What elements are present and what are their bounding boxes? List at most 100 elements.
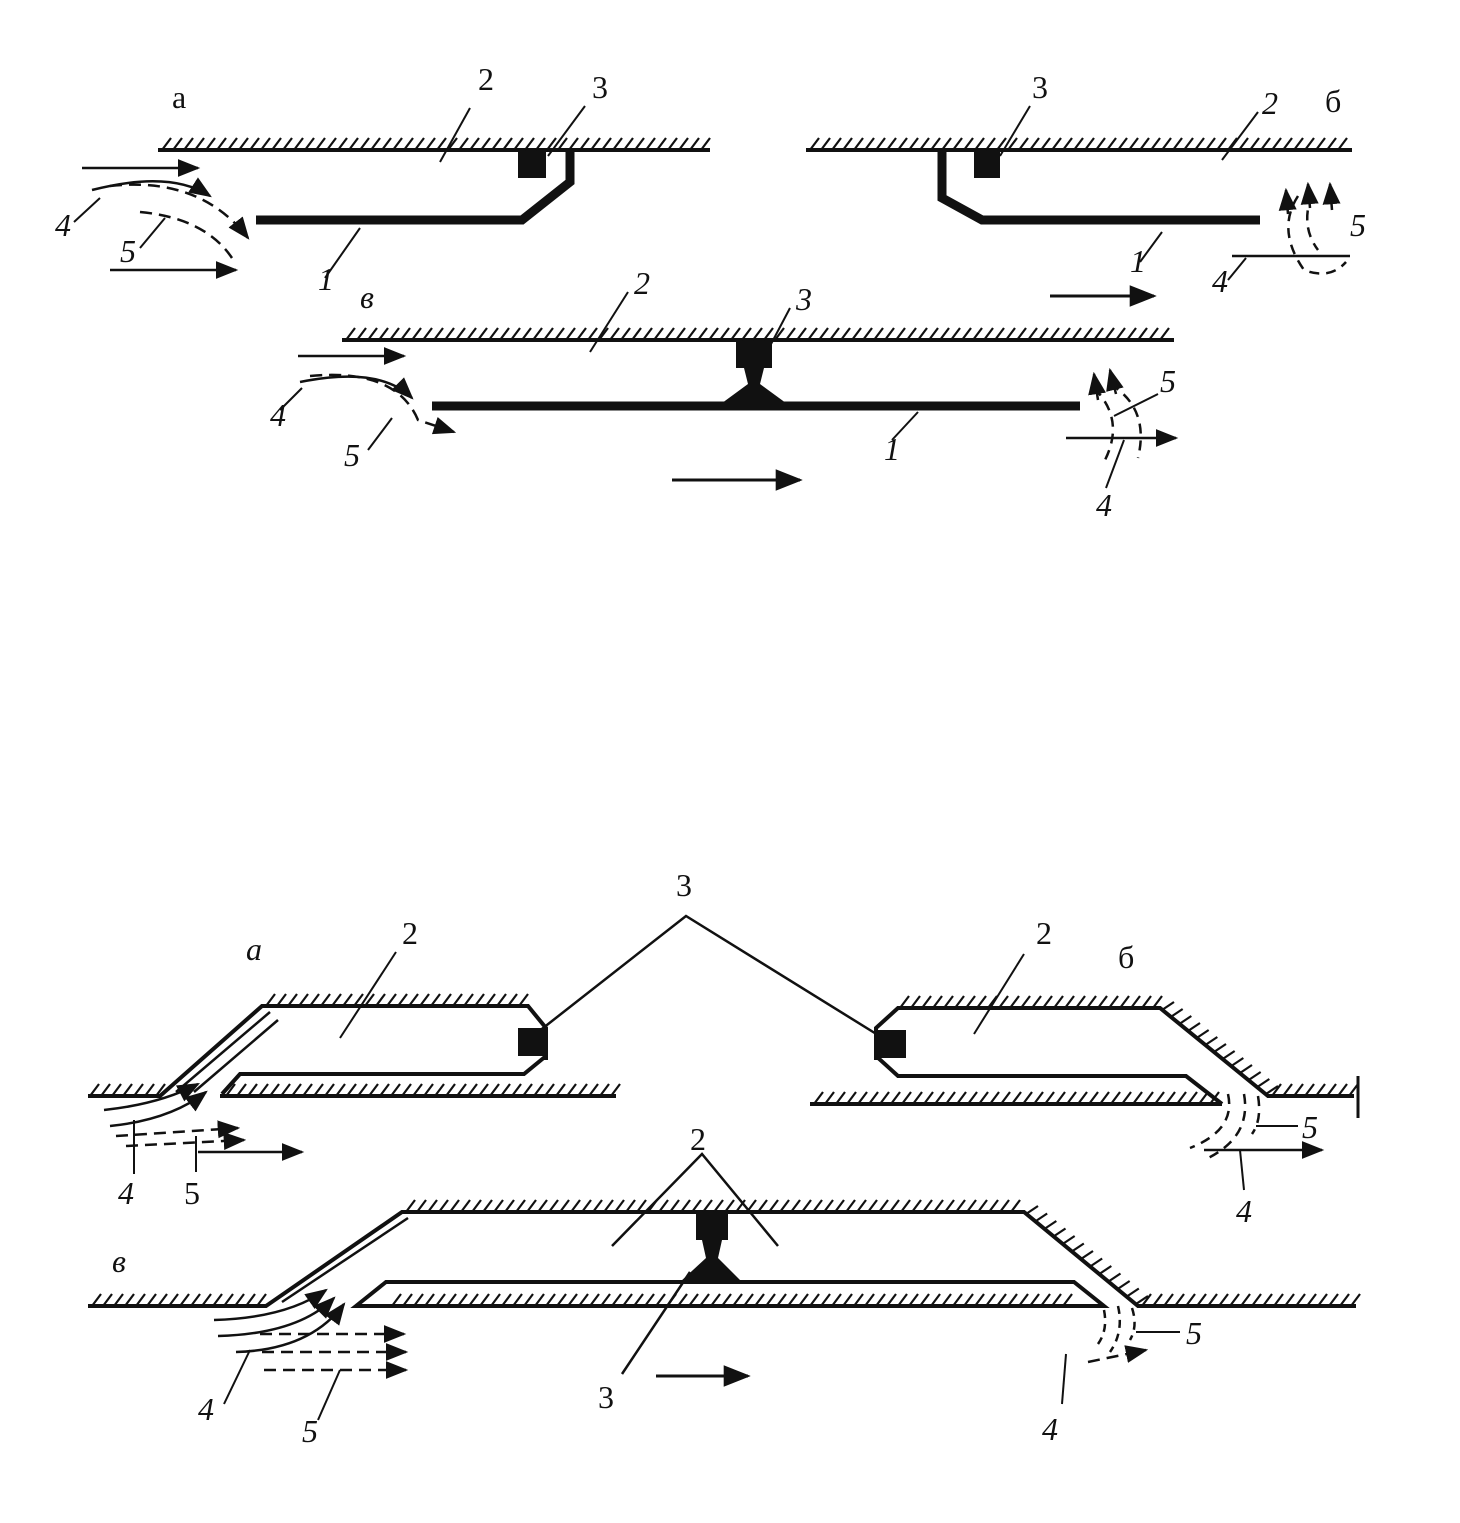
hatch-mark <box>994 327 1005 341</box>
top-a-leader-1 <box>324 227 361 279</box>
bottom-a-flow-4b <box>109 1090 208 1128</box>
hatch-mark <box>820 137 831 151</box>
bottom-panel-v: в 2 3 4 5 5 4 <box>88 1121 1361 1449</box>
hatch-mark <box>686 327 697 341</box>
hatch-mark <box>315 137 326 151</box>
top-v-leader-5-in <box>367 417 393 451</box>
top-b-fixing-block <box>974 152 1000 178</box>
hatch-mark <box>1108 995 1119 1009</box>
hatch-mark <box>548 1199 559 1213</box>
top-b-leader-2 <box>1221 111 1259 161</box>
hatch-mark <box>768 1199 779 1213</box>
hatch-mark <box>656 137 667 151</box>
hatch-mark <box>765 1293 776 1307</box>
hatch-mark <box>943 995 954 1009</box>
hatch-mark <box>1029 137 1040 151</box>
hatch-mark <box>1020 995 1031 1009</box>
hatch-mark <box>565 327 576 341</box>
hatch-mark <box>375 993 386 1007</box>
hatch-mark <box>886 137 897 151</box>
hatch-mark <box>1132 1091 1143 1105</box>
hatch-mark <box>1229 1293 1240 1307</box>
bottom-v-floor-left-hatching <box>91 1293 267 1307</box>
bottom-v-leader-2 <box>611 1152 779 1247</box>
top-figure: а 2 3 1 4 5 3 2 <box>55 61 1366 523</box>
hatch-mark <box>664 327 675 341</box>
hatch-mark <box>1230 1057 1244 1067</box>
hatch-mark <box>735 1199 746 1213</box>
bottom-v-leader-4-in <box>223 1349 251 1405</box>
top-a-flow-5b <box>139 210 234 259</box>
hatch-mark <box>798 1293 809 1307</box>
bottom-b-letter: б <box>1118 939 1134 975</box>
bottom-v-label-4-in: 4 <box>198 1391 214 1427</box>
hatch-mark <box>430 993 441 1007</box>
hatch-mark <box>1031 995 1042 1009</box>
hatch-mark <box>457 1293 468 1307</box>
hatch-mark <box>1066 1091 1077 1105</box>
hatch-mark <box>954 995 965 1009</box>
bottom-a-plate-hatching <box>225 1083 621 1097</box>
hatch-mark <box>922 1199 933 1213</box>
hatch-mark <box>977 1199 988 1213</box>
hatch-mark <box>535 137 546 151</box>
hatch-mark <box>557 137 568 151</box>
top-a-leader-4 <box>73 197 101 223</box>
hatch-mark <box>1051 1293 1062 1307</box>
bottom-a-outer-wall <box>88 1004 548 1098</box>
hatch-mark <box>809 1293 820 1307</box>
hatch-mark <box>111 1083 122 1097</box>
hatch-mark <box>342 993 353 1007</box>
hatch-mark <box>1060 327 1071 341</box>
hatch-mark <box>901 1091 912 1105</box>
top-b-vortex-arrow-1 <box>1278 187 1297 215</box>
hatch-mark <box>721 1293 732 1307</box>
top-b-label-1: 1 <box>1130 243 1146 279</box>
hatch-mark <box>851 327 862 341</box>
hatch-mark <box>518 993 529 1007</box>
bottom-a-flow-4a <box>103 1082 200 1112</box>
hatch-mark <box>1110 1091 1121 1105</box>
hatch-mark <box>227 137 238 151</box>
hatch-mark <box>435 1293 446 1307</box>
hatch-mark <box>546 137 557 151</box>
hatch-mark <box>966 1199 977 1213</box>
hatch-mark <box>1082 327 1093 341</box>
bottom-label-3-common: 3 <box>676 867 692 903</box>
hatch-mark <box>201 1293 212 1307</box>
top-a-flow-4 <box>91 177 212 198</box>
hatch-mark <box>1148 327 1159 341</box>
hatch-mark <box>238 137 249 151</box>
hatch-mark <box>895 327 906 341</box>
hatch-mark <box>867 1199 878 1213</box>
hatch-mark <box>988 1199 999 1213</box>
bottom-v-liner-ramp <box>281 1216 409 1304</box>
hatch-mark <box>1260 137 1271 151</box>
bottom-a-flow-5b <box>125 1132 247 1151</box>
hatch-mark <box>1204 1036 1218 1046</box>
hatch-mark <box>1011 1091 1022 1105</box>
bottom-b-label-4: 4 <box>1236 1193 1252 1229</box>
hatch-mark <box>534 1293 545 1307</box>
hatch-mark <box>391 1293 402 1307</box>
hatch-mark <box>1161 1001 1175 1011</box>
top-a-letter: а <box>172 79 186 115</box>
hatch-mark <box>499 327 510 341</box>
hatch-mark <box>102 1293 113 1307</box>
hatch-mark <box>1161 137 1172 151</box>
hatch-mark <box>570 1199 581 1213</box>
hatch-mark <box>1089 1257 1103 1268</box>
hatch-mark <box>623 137 634 151</box>
hatch-mark <box>161 137 172 151</box>
hatch-mark <box>857 1091 868 1105</box>
hatch-mark <box>897 137 908 151</box>
hatch-mark <box>899 995 910 1009</box>
hatch-mark <box>829 327 840 341</box>
hatch-mark <box>356 327 367 341</box>
hatch-mark <box>1152 995 1163 1009</box>
hatch-mark <box>455 327 466 341</box>
hatch-mark <box>875 1293 886 1307</box>
hatch-mark <box>543 327 554 341</box>
hatch-mark <box>689 137 700 151</box>
hatch-mark <box>622 1293 633 1307</box>
